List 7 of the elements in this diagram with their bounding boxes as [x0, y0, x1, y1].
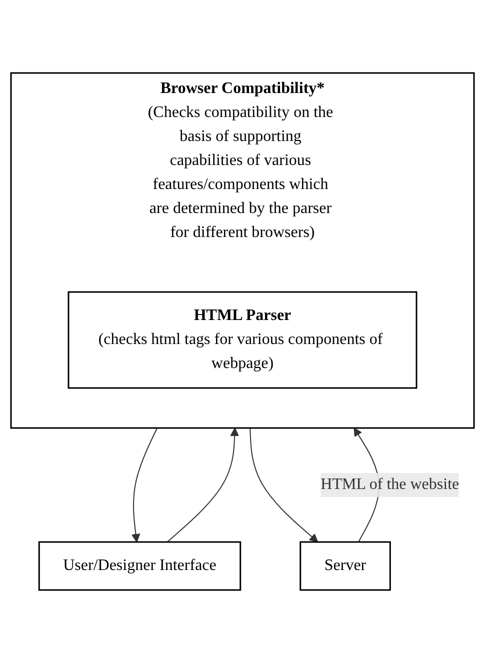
node-box: Server [300, 540, 391, 590]
arrow [166, 427, 239, 542]
edge-label: HTML of the website [320, 476, 460, 492]
arrow [250, 427, 318, 542]
arrow [131, 427, 158, 542]
node-box: HTML Parser (checks html tags for various components of webpage) [68, 290, 418, 388]
node-box: User/Designer Interface [38, 540, 242, 590]
